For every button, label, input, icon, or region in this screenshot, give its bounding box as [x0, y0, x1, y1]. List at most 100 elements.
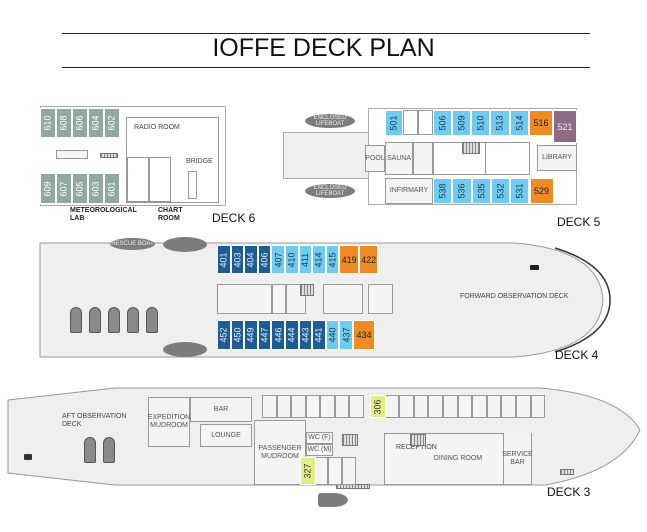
rescue-boat: RESCUE BOAT [110, 238, 155, 250]
cabin[interactable] [428, 395, 443, 418]
cabin[interactable]: 610 [40, 108, 56, 138]
cabin[interactable]: 443 [298, 320, 313, 350]
cabin[interactable] [334, 395, 349, 418]
zodiac-icon [70, 307, 82, 333]
cabin[interactable]: 437 [339, 320, 353, 350]
cabin[interactable]: 407 [271, 245, 285, 274]
service-bar: SERVICE BAR [502, 433, 533, 485]
cabin[interactable]: 516 [529, 110, 553, 136]
cabin[interactable]: 603 [88, 173, 104, 204]
deck6-console [188, 171, 197, 199]
cabin[interactable] [443, 395, 458, 418]
cabin-number: 513 [495, 115, 505, 131]
cabin[interactable]: 601 [104, 173, 120, 204]
cabin[interactable]: 440 [325, 320, 340, 350]
cabin[interactable] [486, 395, 502, 418]
cabin-number: 406 [259, 251, 270, 268]
cabin-number: 536 [456, 183, 467, 199]
cabin[interactable]: 531 [510, 178, 530, 204]
cabin[interactable] [320, 395, 335, 418]
cabin[interactable] [472, 395, 487, 418]
cabin[interactable] [305, 395, 320, 418]
cabin[interactable]: 510 [471, 110, 490, 136]
cabin[interactable]: 415 [325, 245, 340, 274]
cabin[interactable]: 447 [257, 320, 272, 350]
cabin[interactable]: 609 [40, 173, 56, 204]
cabin[interactable] [291, 395, 306, 418]
cabin[interactable]: 401 [217, 245, 231, 274]
cabin[interactable]: 444 [285, 320, 299, 350]
cabin[interactable] [328, 457, 342, 485]
cabin[interactable] [501, 395, 516, 418]
zodiac-icon [84, 437, 96, 463]
cabin[interactable]: 605 [72, 173, 88, 204]
deck6-room [149, 157, 171, 202]
cabin[interactable]: 538 [433, 178, 453, 204]
cabin[interactable]: 602 [104, 108, 120, 138]
cabin[interactable]: 327 [300, 457, 316, 485]
cabin[interactable]: 606 [72, 108, 88, 138]
wc-male: WC (M) [306, 444, 333, 456]
forward-observation-deck-label: FORWARD OBSERVATION DECK [460, 293, 569, 300]
cabin[interactable]: 501 [385, 110, 403, 136]
cabin[interactable] [349, 395, 364, 418]
cabin[interactable]: 404 [244, 245, 258, 274]
cabin-number: 452 [218, 327, 229, 343]
cabin-number: 601 [107, 180, 117, 197]
deck6-label: DECK 6 [212, 211, 256, 225]
cabin[interactable] [399, 395, 414, 418]
radio-room-label: RADIO ROOM [134, 124, 180, 131]
cabin[interactable] [384, 395, 400, 418]
cabin[interactable]: 403 [230, 245, 245, 274]
cabin-number: 419 [341, 254, 357, 265]
cabin[interactable]: 410 [285, 245, 299, 274]
wc-female: WC (F) [306, 432, 333, 444]
library: LIBRARY [537, 145, 577, 171]
cabin[interactable]: 514 [510, 110, 529, 136]
cabin[interactable]: 452 [217, 320, 231, 350]
cabin[interactable]: 406 [257, 245, 272, 274]
cabin-number: 443 [300, 327, 311, 343]
met-lab-label: METEOROLOGICAL LAB [70, 207, 137, 222]
cabin[interactable]: 422 [358, 245, 379, 274]
cabin[interactable]: 529 [529, 178, 554, 204]
chart-room-label: CHART ROOM [158, 207, 183, 222]
cabin[interactable]: 604 [88, 108, 104, 138]
cabin[interactable] [262, 395, 277, 418]
cabin[interactable] [413, 395, 429, 418]
cabin[interactable] [276, 395, 291, 418]
cabin[interactable] [314, 457, 328, 485]
aft-observation-label: AFT OBSERVATION DECK [62, 413, 127, 428]
cabin-number: 441 [313, 327, 324, 343]
cabin[interactable]: 434 [353, 320, 375, 350]
cabin[interactable]: 306 [370, 395, 386, 418]
cabin[interactable]: 414 [312, 245, 326, 274]
zodiac-icon [89, 307, 101, 333]
cabin[interactable] [342, 457, 356, 485]
cabin[interactable]: 509 [452, 110, 471, 136]
title-rule-top [62, 33, 590, 34]
stairs [342, 434, 358, 446]
cabin[interactable]: 419 [339, 245, 359, 274]
cabin[interactable]: 535 [471, 178, 491, 204]
deck4-room [217, 284, 272, 314]
cabin[interactable]: 441 [312, 320, 326, 350]
cabin[interactable]: 608 [56, 108, 72, 138]
cabin[interactable]: 521 [553, 110, 577, 143]
cabin[interactable]: 536 [452, 178, 472, 204]
deck4-room [368, 284, 393, 314]
bar: BAR [190, 397, 252, 422]
cabin[interactable]: 532 [490, 178, 511, 204]
cabin[interactable]: 446 [271, 320, 285, 350]
cabin[interactable] [516, 395, 531, 418]
cabin[interactable]: 449 [244, 320, 258, 350]
cabin[interactable]: 607 [56, 173, 72, 204]
cabin[interactable] [457, 395, 473, 418]
cabin[interactable]: 450 [230, 320, 245, 350]
deck4-room [323, 284, 363, 314]
deck5-room [485, 142, 530, 175]
cabin[interactable]: 506 [433, 110, 452, 136]
cabin[interactable]: 411 [298, 245, 313, 274]
cabin[interactable] [530, 395, 546, 418]
cabin[interactable]: 513 [490, 110, 510, 136]
